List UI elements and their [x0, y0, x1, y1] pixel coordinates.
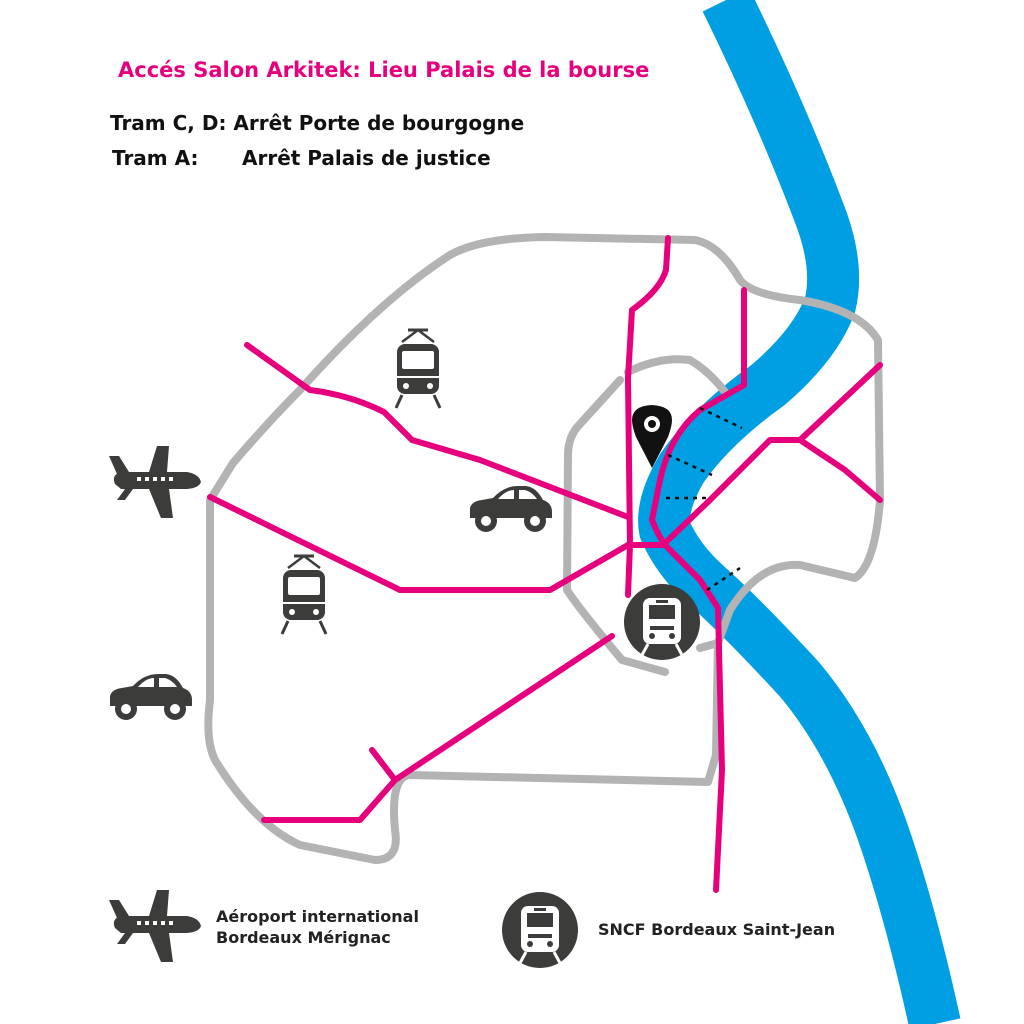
tram-cd-label: Tram C, D: — [110, 111, 227, 135]
tram-line-c-north — [649, 287, 747, 893]
page-title: Accés Salon Arkitek: Lieu Palais de la b… — [118, 58, 650, 82]
tram-line-a-west — [244, 342, 631, 520]
location-pin-icon — [632, 405, 672, 468]
bridges — [666, 406, 743, 592]
train-station-icon — [500, 890, 580, 970]
airplane-icon — [109, 890, 201, 962]
tram-line-c-south — [261, 633, 615, 823]
tram-cd-info: Tram C, D: Arrêt Porte de bourgogne — [110, 111, 524, 135]
tram-line-d — [625, 235, 671, 548]
tram-a-stop: Arrêt Palais de justice — [242, 146, 491, 170]
legend-airport-line2: Bordeaux Mérignac — [216, 928, 391, 947]
tram-network — [207, 235, 883, 893]
legend-airport: Aéroport international Bordeaux Mérignac — [216, 906, 419, 948]
river — [638, 0, 961, 1024]
legend-airport-line1: Aéroport international — [216, 907, 419, 926]
tram-cd-stop: Arrêt Porte de bourgogne — [233, 111, 525, 135]
train-station-icon — [622, 582, 702, 662]
tram-line-b-west — [207, 494, 631, 593]
tram-line-b-east — [797, 362, 883, 443]
tram-a-label: Tram A: — [112, 146, 199, 170]
tram-icon — [280, 554, 328, 636]
tram-branch-station — [625, 542, 633, 598]
tram-a-info: Tram A: Arrêt Palais de justice — [112, 146, 491, 170]
legend-station: SNCF Bordeaux Saint-Jean — [598, 920, 836, 939]
car-icon — [470, 486, 552, 532]
airplane-icon — [109, 446, 201, 518]
car-icon — [110, 674, 192, 720]
tram-icon — [394, 328, 442, 410]
